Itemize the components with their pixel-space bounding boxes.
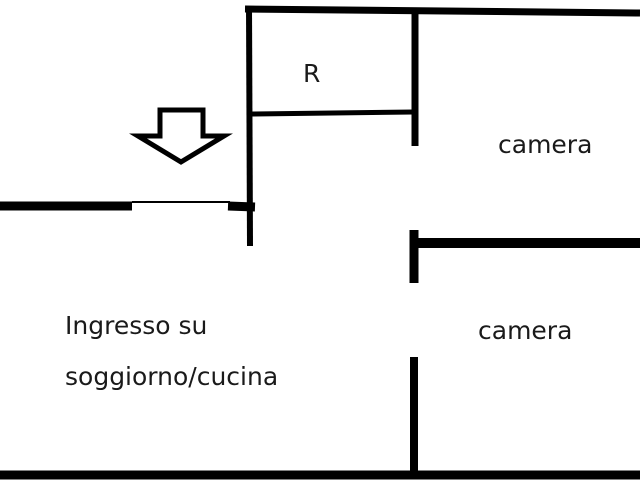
entrance-wall-right (227, 201, 256, 212)
entrance-arrow-icon (129, 107, 233, 165)
room-label-bedroom-2: camera (478, 316, 573, 345)
room-label-living-line1: Ingresso su (65, 311, 208, 340)
room-label-living-line2: soggiorno/cucina (65, 362, 279, 391)
room-label-bathroom: R (303, 59, 321, 88)
top-wall (244, 5, 640, 17)
room-label-bedroom-1: camera (498, 130, 593, 159)
bathroom-bottom-wall (251, 109, 415, 117)
